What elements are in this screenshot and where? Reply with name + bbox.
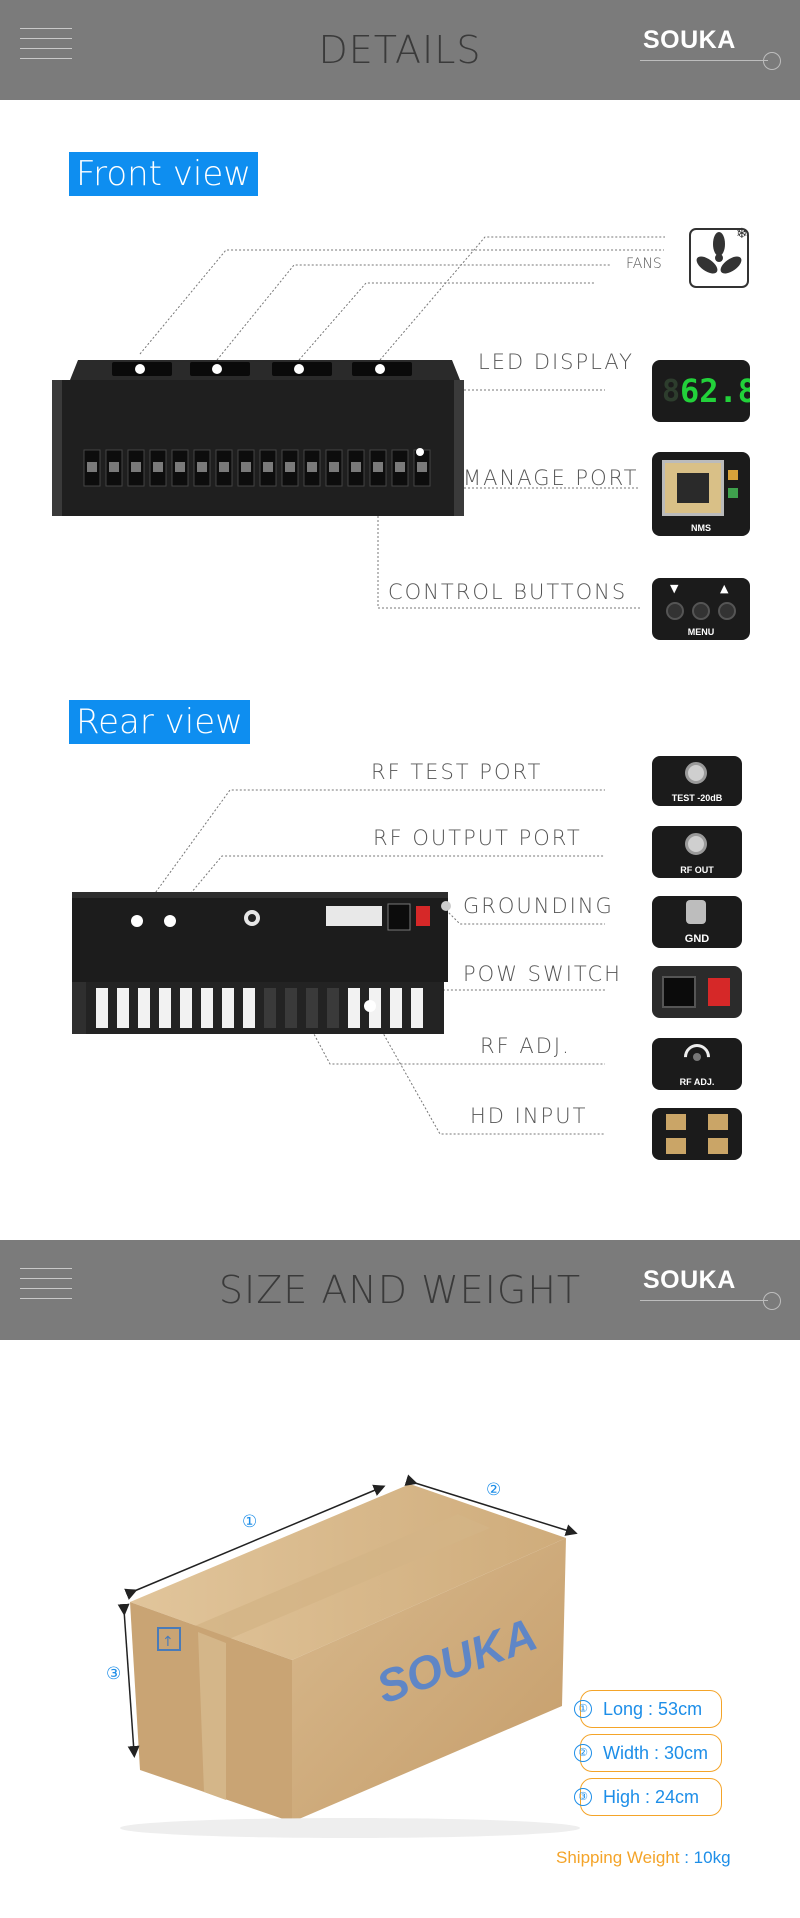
front-chassis — [52, 360, 464, 516]
menu-button[interactable] — [692, 602, 710, 620]
module-port — [417, 462, 427, 472]
fans-label: FANS — [626, 256, 662, 272]
brand-circle-icon — [763, 52, 781, 70]
pow-switch-thumbnail — [652, 966, 742, 1018]
control-buttons-label: CONTROL BUTTONS — [388, 580, 628, 604]
dim-num-2: ② — [574, 1744, 592, 1762]
module-port — [395, 462, 405, 472]
size-banner: SIZE AND WEIGHT SOUKA — [0, 1240, 800, 1340]
brand-underline — [640, 60, 768, 61]
fan-thumbnail: ❄ — [689, 226, 749, 288]
pow-switch-label: POW SWITCH — [463, 962, 622, 986]
rear-slot — [306, 988, 318, 1028]
rear-slot — [285, 988, 297, 1028]
rear-slot — [180, 988, 192, 1028]
menu-icon[interactable] — [20, 28, 72, 68]
svg-text:↑: ↑ — [162, 1634, 174, 1650]
rj45-port-icon — [662, 460, 724, 516]
led-display-label: LED DISPLAY — [478, 350, 634, 374]
size-title: SIZE AND WEIGHT — [218, 1268, 582, 1312]
module-port — [87, 462, 97, 472]
module-port — [175, 462, 185, 472]
rf-adj-thumbnail: RF ADJ. — [652, 1038, 742, 1090]
details-title: DETAILS — [318, 28, 482, 72]
rear-slot — [201, 988, 213, 1028]
hd-input-label: HD INPUT — [470, 1104, 588, 1128]
dim-marker-1: ① — [242, 1512, 258, 1531]
dim-num-1: ① — [574, 1700, 592, 1718]
module-port — [109, 462, 119, 472]
module-port — [197, 462, 207, 472]
down-arrow-icon: ▼ — [670, 582, 679, 595]
power-switch[interactable] — [708, 978, 730, 1006]
control-buttons-thumbnail: ▼ ▲ MENU — [652, 578, 750, 640]
down-button[interactable] — [666, 602, 684, 620]
grounding-thumbnail: GND — [652, 896, 742, 948]
rear-slot — [138, 988, 150, 1028]
brand-underline — [640, 1300, 768, 1301]
rear-slot — [117, 988, 129, 1028]
brand-circle-icon — [763, 1292, 781, 1310]
rear-slot — [411, 988, 423, 1028]
module-port — [131, 462, 141, 472]
rear-slot — [222, 988, 234, 1028]
shipping-weight: Shipping Weight : 10kg — [556, 1848, 731, 1868]
front-view-tag: Front view — [69, 152, 259, 196]
dim-marker-2: ② — [486, 1480, 502, 1499]
rf-test-port-label: RF TEST PORT — [371, 760, 543, 784]
rear-slot — [159, 988, 171, 1028]
dim-high: High : 24cm — [580, 1778, 722, 1816]
module-port — [307, 462, 317, 472]
shipping-label: Shipping Weight — [556, 1848, 680, 1867]
rear-slot — [96, 988, 108, 1028]
module-port — [351, 462, 361, 472]
module-port — [219, 462, 229, 472]
manage-port-thumbnail: NMS — [652, 452, 750, 536]
rear-chassis — [72, 892, 451, 1034]
rear-slot — [390, 988, 402, 1028]
svg-text:❄: ❄ — [736, 226, 748, 242]
menu-caption: MENU — [687, 627, 715, 637]
dim-width: Width : 30cm — [580, 1734, 722, 1772]
menu-icon[interactable] — [20, 1268, 72, 1308]
module-port — [373, 462, 383, 472]
dim-long: Long : 53cm — [580, 1690, 722, 1728]
module-port — [263, 462, 273, 472]
rear-slot — [348, 988, 360, 1028]
rf-output-port-thumbnail: RF OUT — [652, 826, 742, 878]
rf-adj-label: RF ADJ. — [480, 1034, 571, 1058]
module-port — [285, 462, 295, 472]
rear-slot — [327, 988, 339, 1028]
module-port — [153, 462, 163, 472]
led-value: 62.8 — [680, 372, 750, 410]
up-arrow-icon: ▲ — [720, 582, 729, 595]
module-port — [329, 462, 339, 472]
rf-output-port-label: RF OUTPUT PORT — [373, 826, 582, 850]
rear-slot — [264, 988, 276, 1028]
details-banner: DETAILS SOUKA — [0, 0, 800, 100]
module-port — [241, 462, 251, 472]
rear-slot — [243, 988, 255, 1028]
rear-view-tag: Rear view — [69, 700, 250, 744]
shipping-value: : 10kg — [684, 1848, 731, 1867]
up-button[interactable] — [718, 602, 736, 620]
dim-marker-3: ③ — [106, 1664, 122, 1683]
brand-logo: SOUKA — [643, 26, 736, 54]
dim-num-3: ③ — [574, 1788, 592, 1806]
nms-caption: NMS — [691, 523, 711, 533]
led-display-thumbnail: 8 62.8 — [652, 360, 750, 422]
grounding-label: GROUNDING — [463, 894, 614, 918]
brand-logo: SOUKA — [643, 1266, 736, 1294]
hd-input-thumbnail — [652, 1108, 742, 1160]
manage-port-label: MANAGE PORT — [463, 466, 639, 490]
rf-test-port-thumbnail: TEST -20dB — [652, 756, 742, 806]
